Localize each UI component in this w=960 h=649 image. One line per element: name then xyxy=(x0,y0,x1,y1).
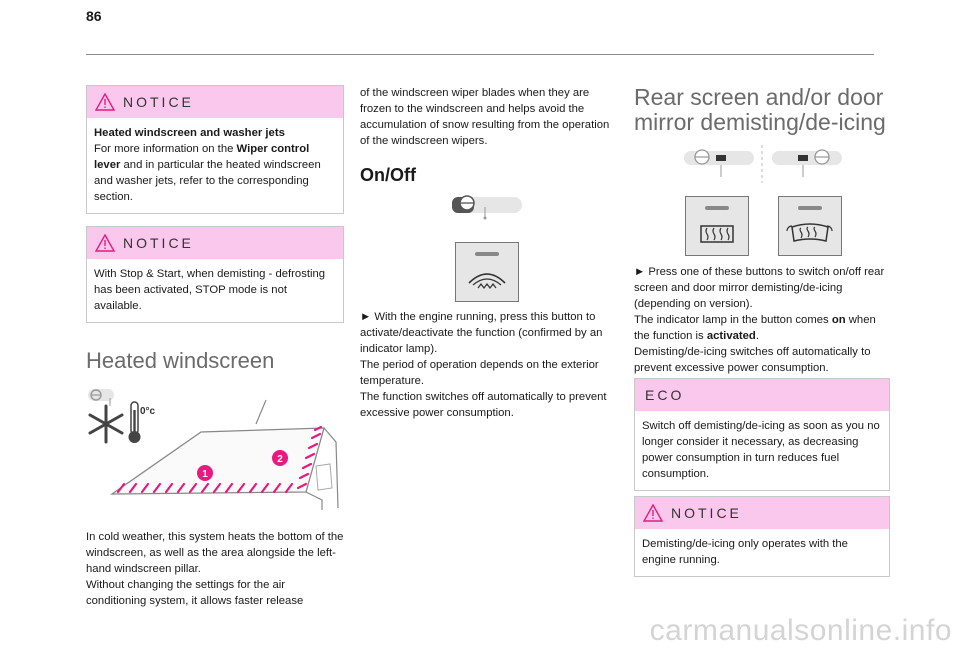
heated-description: In cold weather, this system heats the b… xyxy=(86,529,344,609)
notice-header: NOTICE xyxy=(87,227,343,259)
section-title-rear-screen: Rear screen and/or door mirror demisting… xyxy=(634,84,886,135)
rear-defrost-icon xyxy=(700,206,734,243)
rear-lamp-text-c: . xyxy=(755,330,759,342)
rear-step: ► Press one of these buttons to switch o… xyxy=(634,266,885,310)
on-off-duration: The period of operation depends on the e… xyxy=(360,359,599,387)
warning-triangle-icon xyxy=(95,234,115,252)
temperature-label: 0°c xyxy=(140,406,156,417)
rear-lamp-bold-2: activated xyxy=(706,330,756,342)
rear-auto-off: Demisting/de-icing switches off automati… xyxy=(634,346,871,374)
eco-title: ECO xyxy=(645,387,685,403)
on-off-instructions: ► With the engine running, press this bu… xyxy=(360,309,618,421)
notice-lead: Heated windscreen and washer jets xyxy=(94,127,285,139)
section-title-on-off: On/Off xyxy=(360,165,416,185)
notice-header: NOTICE xyxy=(87,86,343,118)
steering-wheel-positions-icon xyxy=(684,145,842,183)
rear-lamp-bold: on xyxy=(831,314,846,326)
callout-1 xyxy=(197,465,213,481)
callout-2-label: 2 xyxy=(277,454,283,465)
section-title-heated-windscreen: Heated windscreen xyxy=(86,348,275,373)
warning-triangle-icon xyxy=(95,93,115,111)
on-off-step: ► With the engine running, press this bu… xyxy=(360,311,603,355)
notice-text-a: For more information on the xyxy=(94,143,237,155)
front-defrost-icon xyxy=(468,252,506,289)
heated-body: In cold weather, this system heats the b… xyxy=(86,531,344,575)
eco-body: Switch off demisting/de-icing as soon as… xyxy=(642,420,880,480)
page-number: 86 xyxy=(86,8,102,24)
heated-windscreen-illustration: 0°c 1 2 xyxy=(88,399,339,510)
notice-box-stop-start: NOTICE With Stop & Start, when demisting… xyxy=(86,226,344,323)
rear-lamp-note: The indicator lamp in the button comes o… xyxy=(634,312,892,344)
column-right: Rear screen and/or door mirror demisting… xyxy=(634,85,892,135)
steering-wheel-icon xyxy=(452,195,522,220)
on-off-auto-off: The function switches off automatically … xyxy=(360,391,607,419)
notice-body: Demisting/de-icing only operates with th… xyxy=(642,538,848,566)
notice-header: NOTICE xyxy=(635,497,889,529)
notice-box-engine: NOTICE Demisting/de-icing only operates … xyxy=(634,496,890,587)
column-middle: of the windscreen wiper blades when they… xyxy=(360,85,618,186)
continuation-text: of the windscreen wiper blades when they… xyxy=(360,87,610,147)
callout-2 xyxy=(272,450,288,466)
rear-mirror-defrost-icon xyxy=(786,206,833,242)
notice-text-b: and in particular the heated windscreen … xyxy=(94,159,321,203)
watermark: carmanualsonline.info xyxy=(649,614,952,647)
column-left: NOTICE Heated windscreen and washer jets… xyxy=(86,85,344,409)
thermometer-icon xyxy=(128,401,141,443)
notice-body: Heated windscreen and washer jets For mo… xyxy=(87,118,343,213)
snowflake-icon xyxy=(88,404,124,444)
rear-demist-instructions: ► Press one of these buttons to switch o… xyxy=(634,264,892,376)
notice-text-bold: Wiper control lever xyxy=(94,143,310,171)
heated-body-2: Without changing the settings for the ai… xyxy=(86,579,304,607)
rear-screen-mirror-demist-button[interactable] xyxy=(778,196,842,256)
eco-header: ECO xyxy=(635,379,889,411)
header-divider xyxy=(86,54,874,55)
callout-1-label: 1 xyxy=(202,469,208,480)
notice-box-wiper: NOTICE Heated windscreen and washer jets… xyxy=(86,85,344,214)
rear-lamp-text-a: The indicator lamp in the button comes xyxy=(634,314,832,326)
eco-box: ECO Switch off demisting/de-icing as soo… xyxy=(634,378,890,501)
warning-triangle-icon xyxy=(643,504,663,522)
notice-body: With Stop & Start, when demisting - defr… xyxy=(94,268,326,312)
rear-lamp-text-b: when the function is xyxy=(634,314,876,342)
steering-wheel-icon xyxy=(88,389,114,406)
notice-title: NOTICE xyxy=(671,505,742,521)
notice-title: NOTICE xyxy=(123,94,194,110)
rear-screen-demist-button[interactable] xyxy=(685,196,749,256)
heating-pattern xyxy=(116,425,323,494)
heated-windscreen-button[interactable] xyxy=(455,242,519,302)
notice-title: NOTICE xyxy=(123,235,194,251)
